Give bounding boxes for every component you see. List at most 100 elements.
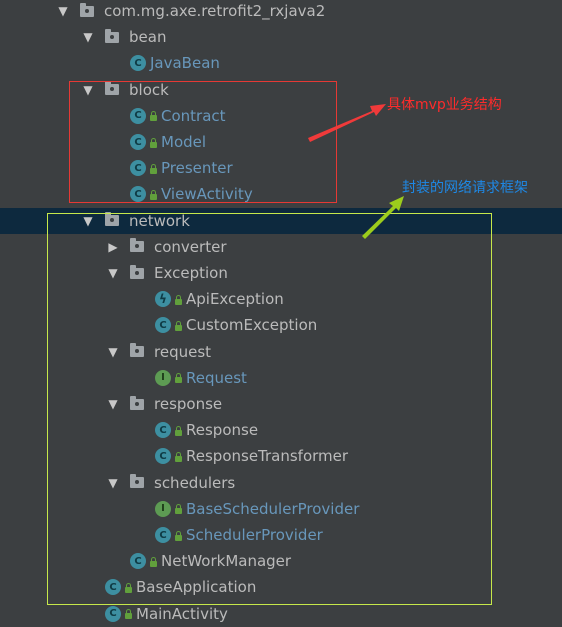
lock-icon [175,320,182,331]
package-folder-icon [105,81,125,96]
package-folder-icon [130,474,150,489]
tree-node-label: network [129,211,190,230]
network-annotation-label: 封装的网络请求框架 [402,180,528,196]
tree-node-converter[interactable]: ▶ converter [0,234,562,260]
tree-node-label: converter [154,237,227,256]
chevron-down-icon[interactable]: ▼ [108,266,118,280]
package-folder-icon [130,238,150,253]
tree-node-label: request [154,342,212,361]
class-icon: C [105,579,132,596]
class-icon: C [155,317,182,334]
tree-node-label: Contract [161,106,226,125]
class-icon: C [130,553,157,570]
tree-node-label: CustomException [186,316,318,335]
lock-icon [150,137,157,148]
package-folder-icon [105,28,125,43]
tree-node-label: JavaBean [150,54,220,73]
package-folder-icon [80,2,100,17]
tree-node-label: Response [186,421,259,440]
tree-node-label: ResponseTransformer [186,447,349,466]
lock-icon [175,373,182,384]
chevron-down-icon[interactable]: ▼ [58,4,68,18]
package-folder-icon [130,343,150,358]
tree-node-block[interactable]: ▼ block [0,77,562,103]
class-icon: C [130,134,157,150]
package-folder-icon [130,264,150,279]
lock-icon [125,582,132,593]
tree-node-com-mg-axe-retrofit2-rxjava2[interactable]: ▼ com.mg.axe.retrofit2_rxjava2 [0,0,562,24]
chevron-down-icon[interactable]: ▼ [83,213,93,228]
tree-node-label: ApiException [186,290,284,309]
class-icon: C [130,107,157,124]
tree-node-label: BaseSchedulerProvider [186,499,360,518]
tree-node-label: MainActivity [136,604,228,623]
tree-node-network[interactable]: ▼ network [0,207,562,234]
class-icon: C [130,186,157,203]
tree-node-exception[interactable]: ▼ Exception [0,260,562,286]
interface-icon: I [155,500,182,517]
green-arrow [362,196,404,239]
tree-node-label: block [129,80,169,99]
class-icon: C [130,160,157,177]
network-highlight-box [47,213,492,605]
package-folder-icon [105,212,125,227]
chevron-down-icon[interactable]: ▼ [83,82,93,97]
lock-icon [175,451,182,462]
exception-class-icon: ϟ [155,291,182,308]
tree-node-response[interactable]: ▼ response [0,391,562,417]
class-icon: C [155,448,182,465]
chevron-down-icon[interactable]: ▼ [83,30,93,45]
tree-node-label: Model [161,133,207,151]
tree-node-request[interactable]: ▼ request [0,339,562,365]
lock-icon [175,530,182,541]
tree-node-label: schedulers [154,473,236,492]
lock-icon [175,294,182,305]
package-folder-icon [130,395,150,410]
class-icon: C [155,422,182,439]
mvp-highlight-box [69,81,337,203]
tree-node-label: bean [129,28,167,47]
chevron-down-icon[interactable]: ▼ [108,475,118,490]
tree-node-schedulers[interactable]: ▼ schedulers [0,470,562,496]
tree-node-label: NetWorkManager [161,552,292,571]
chevron-right-icon[interactable]: ▶ [108,239,118,254]
tree-node-label: ViewActivity [161,185,253,204]
class-icon: C [105,605,132,622]
lock-icon [150,111,157,122]
tree-node-label: response [154,395,223,413]
chevron-down-icon[interactable]: ▼ [108,397,118,411]
lock-icon [125,609,132,620]
class-icon: C [130,55,146,72]
tree-node-label: SchedulerProvider [186,526,323,544]
tree-node-label: Exception [154,264,228,282]
tree-node-bean[interactable]: ▼ bean [0,24,562,50]
mvp-annotation-label: 具体mvp业务结构 [387,97,502,113]
tree-node-label: BaseApplication [136,578,257,597]
red-arrow [308,104,386,142]
lock-icon [175,425,182,436]
tree-node-label: com.mg.axe.retrofit2_rxjava2 [104,2,326,20]
chevron-down-icon[interactable]: ▼ [108,344,118,359]
lock-icon [150,189,157,200]
tree-node-label: Presenter [161,159,233,178]
lock-icon [175,504,182,515]
class-icon: C [155,527,182,543]
lock-icon [150,556,157,567]
